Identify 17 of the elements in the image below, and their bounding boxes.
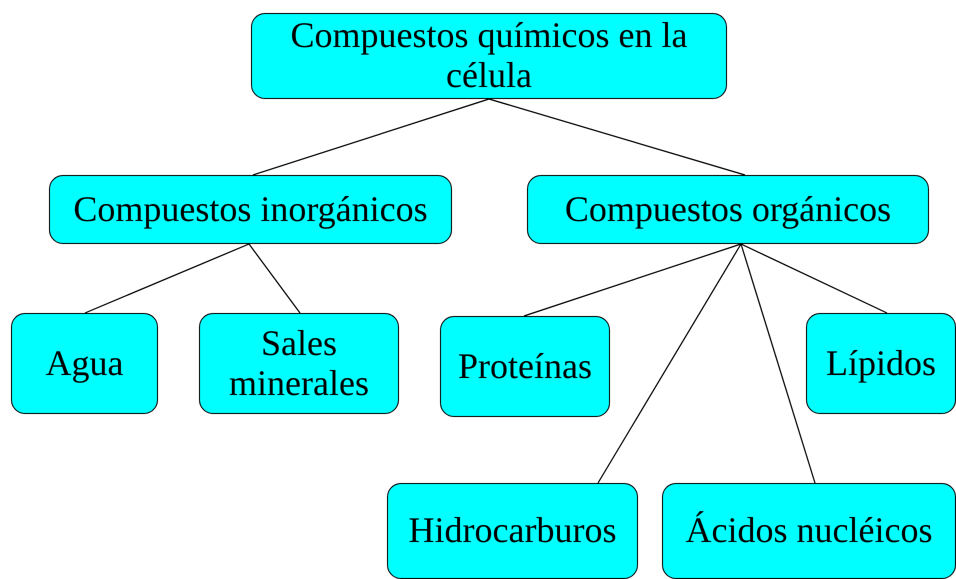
concept-box: Compuestos orgánicos	[527, 175, 929, 244]
concept-box: Compuestos químicos en la célula	[251, 13, 727, 99]
connector-line	[597, 244, 742, 484]
connector-line	[524, 243, 742, 317]
concept-box: Proteínas	[440, 316, 610, 417]
connector-line	[252, 98, 490, 176]
connector-line	[248, 244, 300, 314]
connector-line	[740, 243, 888, 314]
concept-box: Hidrocarburos	[387, 483, 638, 579]
connector-line	[84, 243, 250, 314]
concept-box: Compuestos inorgánicos	[49, 175, 452, 244]
connector-line	[488, 98, 746, 176]
concept-box: Agua	[11, 313, 158, 414]
connector-line	[740, 244, 816, 484]
concept-box: Sales minerales	[199, 313, 399, 414]
concept-box: Ácidos nucléicos	[662, 483, 956, 579]
concept-box: Lípidos	[806, 313, 956, 414]
